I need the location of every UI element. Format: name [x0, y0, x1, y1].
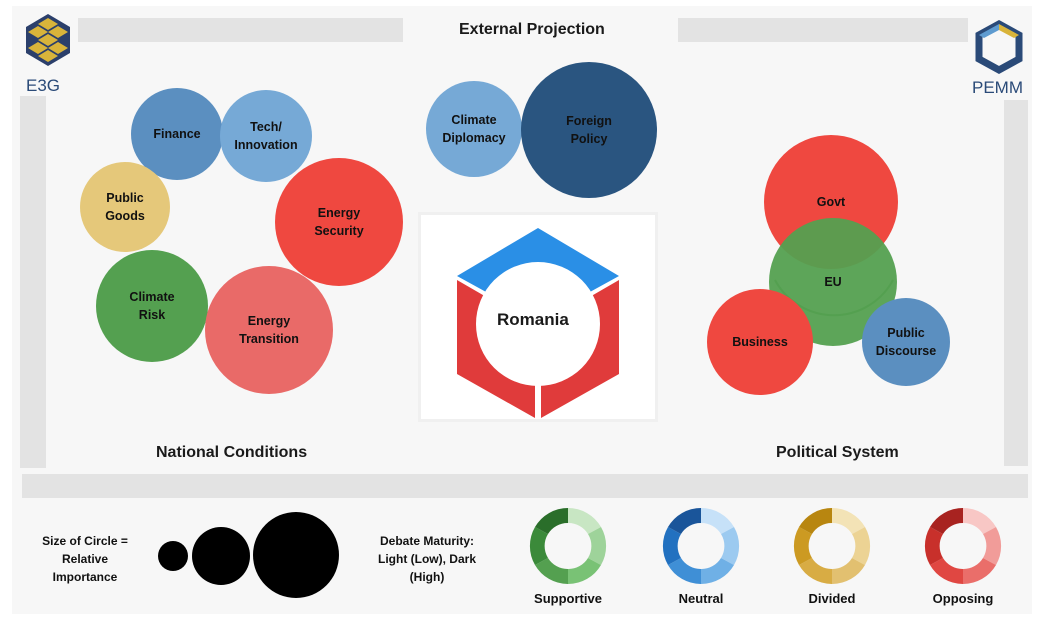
- bottom-bar: [22, 474, 1028, 498]
- climate-diplomacy-label-line1: Climate: [451, 112, 497, 127]
- business-label: Business: [732, 334, 788, 349]
- legend-size-line1: Size of Circle =: [42, 534, 128, 548]
- energy-security-label-line2: Security: [314, 224, 364, 238]
- opposing-cycle-icon: [924, 507, 1002, 585]
- legend-maturity-line3: (High): [409, 570, 445, 584]
- pemm-logo-icon: [975, 20, 1023, 74]
- neutral-cycle-icon: [662, 507, 740, 585]
- e3g-logo-icon: [26, 14, 70, 66]
- legend-maturity-text: Debate Maturity: Light (Low), Dark (High…: [364, 532, 490, 586]
- supportive-cycle-segments: [529, 507, 607, 585]
- energy-transition-label-line1: Energy: [247, 313, 291, 328]
- legend-supportive-label: Supportive: [534, 591, 602, 606]
- business-circle: Business: [707, 289, 813, 395]
- external-projection-title: External Projection: [459, 21, 605, 38]
- legend-size-line3: Importance: [52, 570, 118, 584]
- legend-opposing-label: Opposing: [932, 591, 994, 606]
- pemm-logo-text: PEMM: [972, 78, 1023, 97]
- foreign-policy-label-line2: Policy: [570, 132, 608, 146]
- top-left-bar: [78, 18, 403, 42]
- tech-label-line1: Tech/: [250, 119, 282, 134]
- romania-label: Romania: [497, 310, 569, 329]
- legend-neutral-label: Neutral: [678, 591, 724, 606]
- romania-hexagon-icon: [457, 228, 619, 418]
- climate-risk-label-line1: Climate: [129, 289, 175, 304]
- public-goods-label-line2: Goods: [105, 209, 145, 223]
- legend-large-circle: [253, 512, 339, 598]
- climate-diplomacy-label-line2: Diplomacy: [442, 131, 506, 145]
- supportive-cycle-icon: [529, 507, 607, 585]
- legend-maturity-line1: Debate Maturity:: [379, 534, 474, 548]
- climate-risk-label-line2: Risk: [138, 308, 166, 322]
- e3g-logo-text: E3G: [26, 76, 61, 95]
- legend-size-text: Size of Circle = Relative Importance: [30, 532, 140, 586]
- govt-label: Govt: [816, 195, 846, 209]
- finance-label: Finance: [153, 126, 201, 141]
- finance-circle: Finance: [131, 88, 223, 180]
- divided-cycle-icon: [793, 507, 871, 585]
- public-discourse-label-line2: Discourse: [875, 344, 937, 358]
- legend-medium-circle: [192, 527, 250, 585]
- tech-innovation-circle: Tech/Innovation: [220, 90, 312, 182]
- political-system-title: Political System: [776, 444, 899, 461]
- top-right-bar: [678, 18, 968, 42]
- foreign-policy-label-line1: Foreign: [566, 113, 612, 128]
- eu-label: EU: [824, 274, 842, 289]
- legend-size-line2: Relative: [61, 552, 109, 566]
- public-goods-label-line1: Public: [106, 190, 144, 205]
- legend-divided-label: Divided: [808, 591, 856, 606]
- national-conditions-title: National Conditions: [156, 444, 308, 461]
- legend-small-circle: [158, 541, 188, 571]
- right-bar: [1004, 100, 1028, 466]
- tech-label-line2: Innovation: [234, 138, 298, 152]
- legend-maturity-line2: Light (Low), Dark: [378, 552, 476, 566]
- energy-transition-label-line2: Transition: [239, 332, 299, 346]
- energy-security-label-line1: Energy: [317, 205, 361, 220]
- left-bar: [20, 96, 46, 468]
- public-discourse-label-line1: Public: [887, 325, 925, 340]
